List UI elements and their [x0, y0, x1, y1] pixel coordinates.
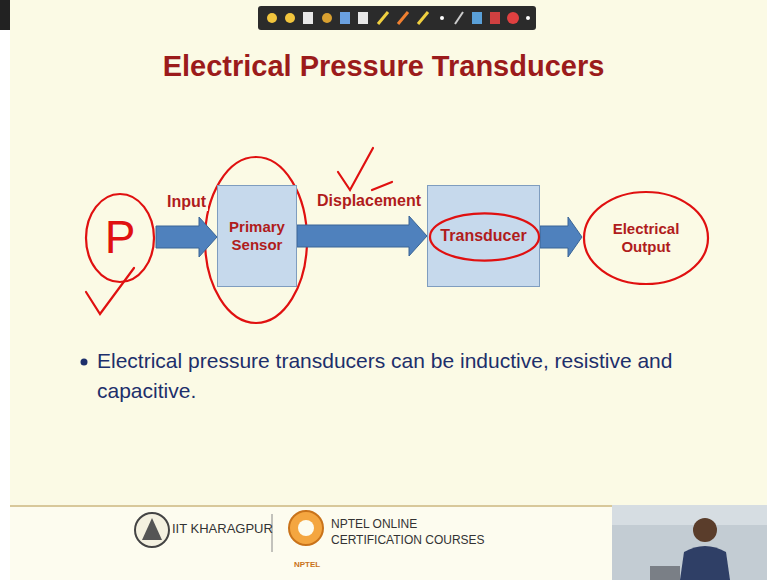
process-box: Transducer — [427, 185, 540, 287]
presenter-chair — [650, 566, 680, 580]
presenter-video — [612, 505, 767, 580]
toolbar-icon — [455, 12, 463, 24]
bullet-text: Electrical pressure transducers can be i… — [97, 346, 737, 407]
block-arrow — [540, 217, 582, 257]
node-text: P — [105, 210, 136, 265]
output-label: Electrical Output — [582, 190, 710, 286]
iit-logo — [135, 513, 169, 547]
toolbar-icon — [322, 13, 332, 23]
toolbar-icon — [358, 12, 368, 24]
footer-ground — [10, 506, 767, 580]
institute-name: IIT KHARAGPUR — [172, 521, 273, 536]
toolbar — [258, 6, 536, 30]
bullet-dot — [81, 359, 88, 366]
node-text: Primary Sensor — [222, 218, 292, 254]
hand-circle-stroke — [86, 194, 154, 282]
toolbar-icon — [398, 12, 408, 24]
edge-label: Input — [165, 193, 208, 211]
hand-circle-stroke — [430, 213, 539, 260]
video-frame — [612, 505, 767, 580]
presenter-head — [693, 518, 717, 542]
toolbar-icon — [507, 12, 519, 24]
toolbar-icon — [267, 13, 277, 23]
presenter-body — [680, 546, 730, 580]
node-text: Transducer — [440, 226, 526, 245]
hand-circle-stroke — [584, 192, 708, 284]
window-edge — [0, 0, 10, 30]
hand-circle — [205, 157, 307, 323]
logo-hub — [298, 520, 314, 536]
logo-emblem — [142, 518, 162, 540]
toolbar-icon — [303, 12, 313, 24]
video-wall — [612, 505, 767, 525]
logo-ring — [135, 513, 169, 547]
toolbar-icon — [490, 12, 500, 24]
toolbar-icon — [285, 13, 295, 23]
toolbar-icon — [418, 12, 428, 24]
toolbar-bar — [258, 6, 536, 30]
hand-stroke — [372, 182, 392, 190]
slide-title: Electrical Pressure Transducers — [0, 50, 767, 83]
toolbar-icon — [378, 12, 388, 24]
process-box: Primary Sensor — [217, 185, 297, 287]
block-arrow — [297, 216, 427, 256]
hand-checkmark — [86, 268, 134, 314]
toolbar-icon — [526, 16, 530, 20]
node-text: Electrical Output — [586, 220, 706, 256]
nptel-logo — [289, 511, 323, 545]
edge-label: Displacement — [315, 192, 423, 210]
course-name: NPTEL ONLINE CERTIFICATION COURSES — [331, 517, 496, 548]
logo-caption: NPTEL — [294, 560, 320, 569]
toolbar-icon — [440, 16, 444, 20]
hand-checkmark — [338, 148, 373, 190]
toolbar-icon — [340, 12, 350, 24]
toolbar-icon — [472, 12, 482, 24]
pressure-symbol: P — [84, 192, 156, 284]
block-arrow — [156, 217, 217, 257]
logo-gear — [289, 511, 323, 545]
